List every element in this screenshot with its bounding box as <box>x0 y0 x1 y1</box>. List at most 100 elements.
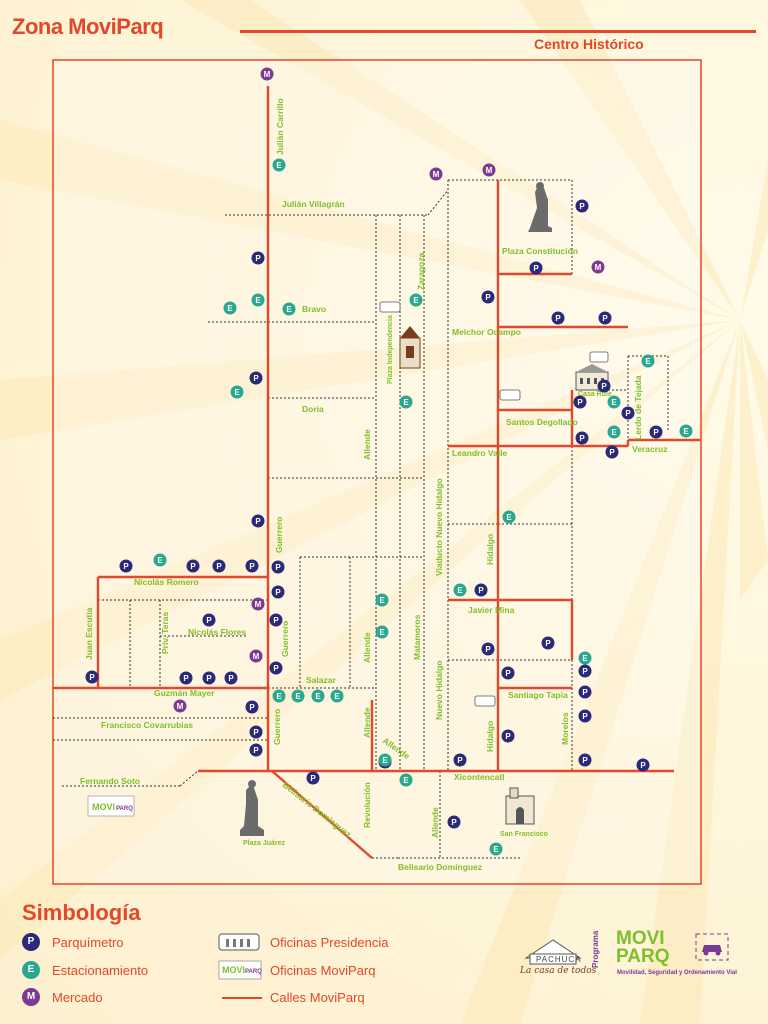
parquimetro-marker-icon: P <box>119 559 133 573</box>
svg-text:P: P <box>579 434 585 443</box>
svg-text:P: P <box>253 746 259 755</box>
svg-text:E: E <box>334 692 340 701</box>
parquimetro-marker-icon: P <box>541 636 555 650</box>
parquimetro-marker-icon: P <box>501 666 515 680</box>
svg-text:E: E <box>457 586 463 595</box>
svg-text:E: E <box>255 296 261 305</box>
presidencia-office-icon <box>379 301 609 707</box>
parquimetro-marker-icon: P <box>249 743 263 757</box>
svg-text:E: E <box>582 654 588 663</box>
svg-text:E: E <box>227 304 233 313</box>
estacionamiento-marker-icon: E <box>489 842 503 856</box>
estacionamiento-marker-icon: E <box>230 385 244 399</box>
mercado-marker-icon: M <box>429 167 443 181</box>
label-nicolas-flores: Nicolás Flores <box>188 627 246 637</box>
estacionamiento-marker-icon: E <box>282 302 296 316</box>
mercado-marker-icon: M <box>482 163 496 177</box>
parquimetro-marker-icon: P <box>85 670 99 684</box>
parquimetro-marker-icon: P <box>597 379 611 393</box>
label-leandro-valle: Leandro Valle <box>452 448 508 458</box>
svg-text:E: E <box>379 628 385 637</box>
estacionamiento-marker-icon: E <box>399 395 413 409</box>
svg-text:PARQ: PARQ <box>245 969 262 975</box>
parquimetro-marker-icon: P <box>578 709 592 723</box>
parquimetro-marker-icon: P <box>179 671 193 685</box>
svg-text:P: P <box>89 673 95 682</box>
svg-text:M: M <box>595 263 602 272</box>
estacionamiento-marker-icon: E <box>399 773 413 787</box>
label-revolucion: Revolución <box>362 782 372 828</box>
svg-text:P: P <box>478 586 484 595</box>
mercado-marker-icon: M <box>173 699 187 713</box>
moviparq-legend-icon: MOVI PARQ <box>218 960 262 980</box>
legend-parquimetro: Parquímetro <box>52 935 124 950</box>
svg-text:MOVI: MOVI <box>92 802 115 812</box>
parquimetro-marker-icon: P <box>481 290 495 304</box>
label-veracruz: Veracruz <box>632 444 667 454</box>
parquimetro-marker-icon: P <box>271 585 285 599</box>
estacionamiento-marker-icon: E <box>251 293 265 307</box>
estacionamiento-marker-icon: E <box>153 553 167 567</box>
legend-mercado: Mercado <box>52 990 103 1005</box>
svg-text:E: E <box>493 845 499 854</box>
svg-text:P: P <box>545 639 551 648</box>
parquimetro-marker-icon: P <box>249 371 263 385</box>
estacionamiento-marker-icon: E <box>679 424 693 438</box>
svg-text:P: P <box>253 728 259 737</box>
svg-text:P: P <box>625 409 631 418</box>
programa-label: Programa <box>591 930 600 968</box>
car-icon <box>695 933 729 961</box>
parquimetro-marker-icon: P <box>578 664 592 678</box>
svg-text:E: E <box>276 692 282 701</box>
svg-text:M: M <box>255 600 262 609</box>
label-plaza-independencia: Plaza Independencia <box>387 315 394 384</box>
svg-text:P: P <box>582 688 588 697</box>
estacionamiento-marker-icon: E <box>223 301 237 315</box>
label-nuevo-hidalgo: Nuevo Hidalgo <box>434 660 444 720</box>
svg-text:P: P <box>582 756 588 765</box>
label-doria: Doria <box>302 404 324 414</box>
parquimetro-marker-icon: P <box>605 445 619 459</box>
label-zaragoza: Zaragoza <box>416 252 426 290</box>
parquimetro-marker-icon: P <box>474 583 488 597</box>
svg-text:P: P <box>273 664 279 673</box>
svg-text:E: E <box>382 756 388 765</box>
moviparq-office-icon: MOVI PARQ <box>87 795 135 817</box>
label-allende-1: Allende <box>362 429 372 460</box>
svg-text:E: E <box>403 398 409 407</box>
label-casa-rule: Casa Rule <box>578 391 612 398</box>
svg-text:P: P <box>206 674 212 683</box>
reloj-monumental-icon <box>399 326 421 369</box>
svg-text:M: M <box>486 166 493 175</box>
estacionamiento-marker-icon: E <box>272 689 286 703</box>
estacionamiento-marker-icon: E <box>330 689 344 703</box>
svg-text:E: E <box>645 357 651 366</box>
parquimetro-marker-icon: P <box>202 613 216 627</box>
parquimetro-marker-icon: P <box>306 771 320 785</box>
svg-text:P: P <box>582 712 588 721</box>
parquimetro-marker-icon: P <box>186 559 200 573</box>
map-frame <box>52 59 702 885</box>
svg-text:P: P <box>653 428 659 437</box>
estacionamiento-marker-icon: E <box>311 689 325 703</box>
svg-text:P: P <box>505 669 511 678</box>
svg-text:P: P <box>273 616 279 625</box>
svg-text:P: P <box>255 517 261 526</box>
pachuca-name: PACHUCA <box>536 955 582 964</box>
label-melchor-ocampo: Melchor Ocampo <box>452 327 521 337</box>
svg-text:E: E <box>234 388 240 397</box>
presidencia-legend-icon <box>218 933 260 951</box>
svg-text:P: P <box>255 254 261 263</box>
parquimetro-marker-icon: P <box>245 700 259 714</box>
svg-text:P: P <box>249 703 255 712</box>
svg-text:E: E <box>683 427 689 436</box>
parquimetro-marker-icon: P <box>271 560 285 574</box>
label-plaza-constitucion: Plaza Constitución <box>502 246 578 256</box>
svg-text:P: P <box>249 562 255 571</box>
estacionamiento-icon: E <box>22 961 40 979</box>
svg-text:P: P <box>505 732 511 741</box>
label-priv-teras: Priv. Teras <box>160 612 170 654</box>
label-xicontencatl: Xicontencatl <box>454 772 505 782</box>
legend-oficinas-presidencia: Oficinas Presidencia <box>270 935 389 950</box>
